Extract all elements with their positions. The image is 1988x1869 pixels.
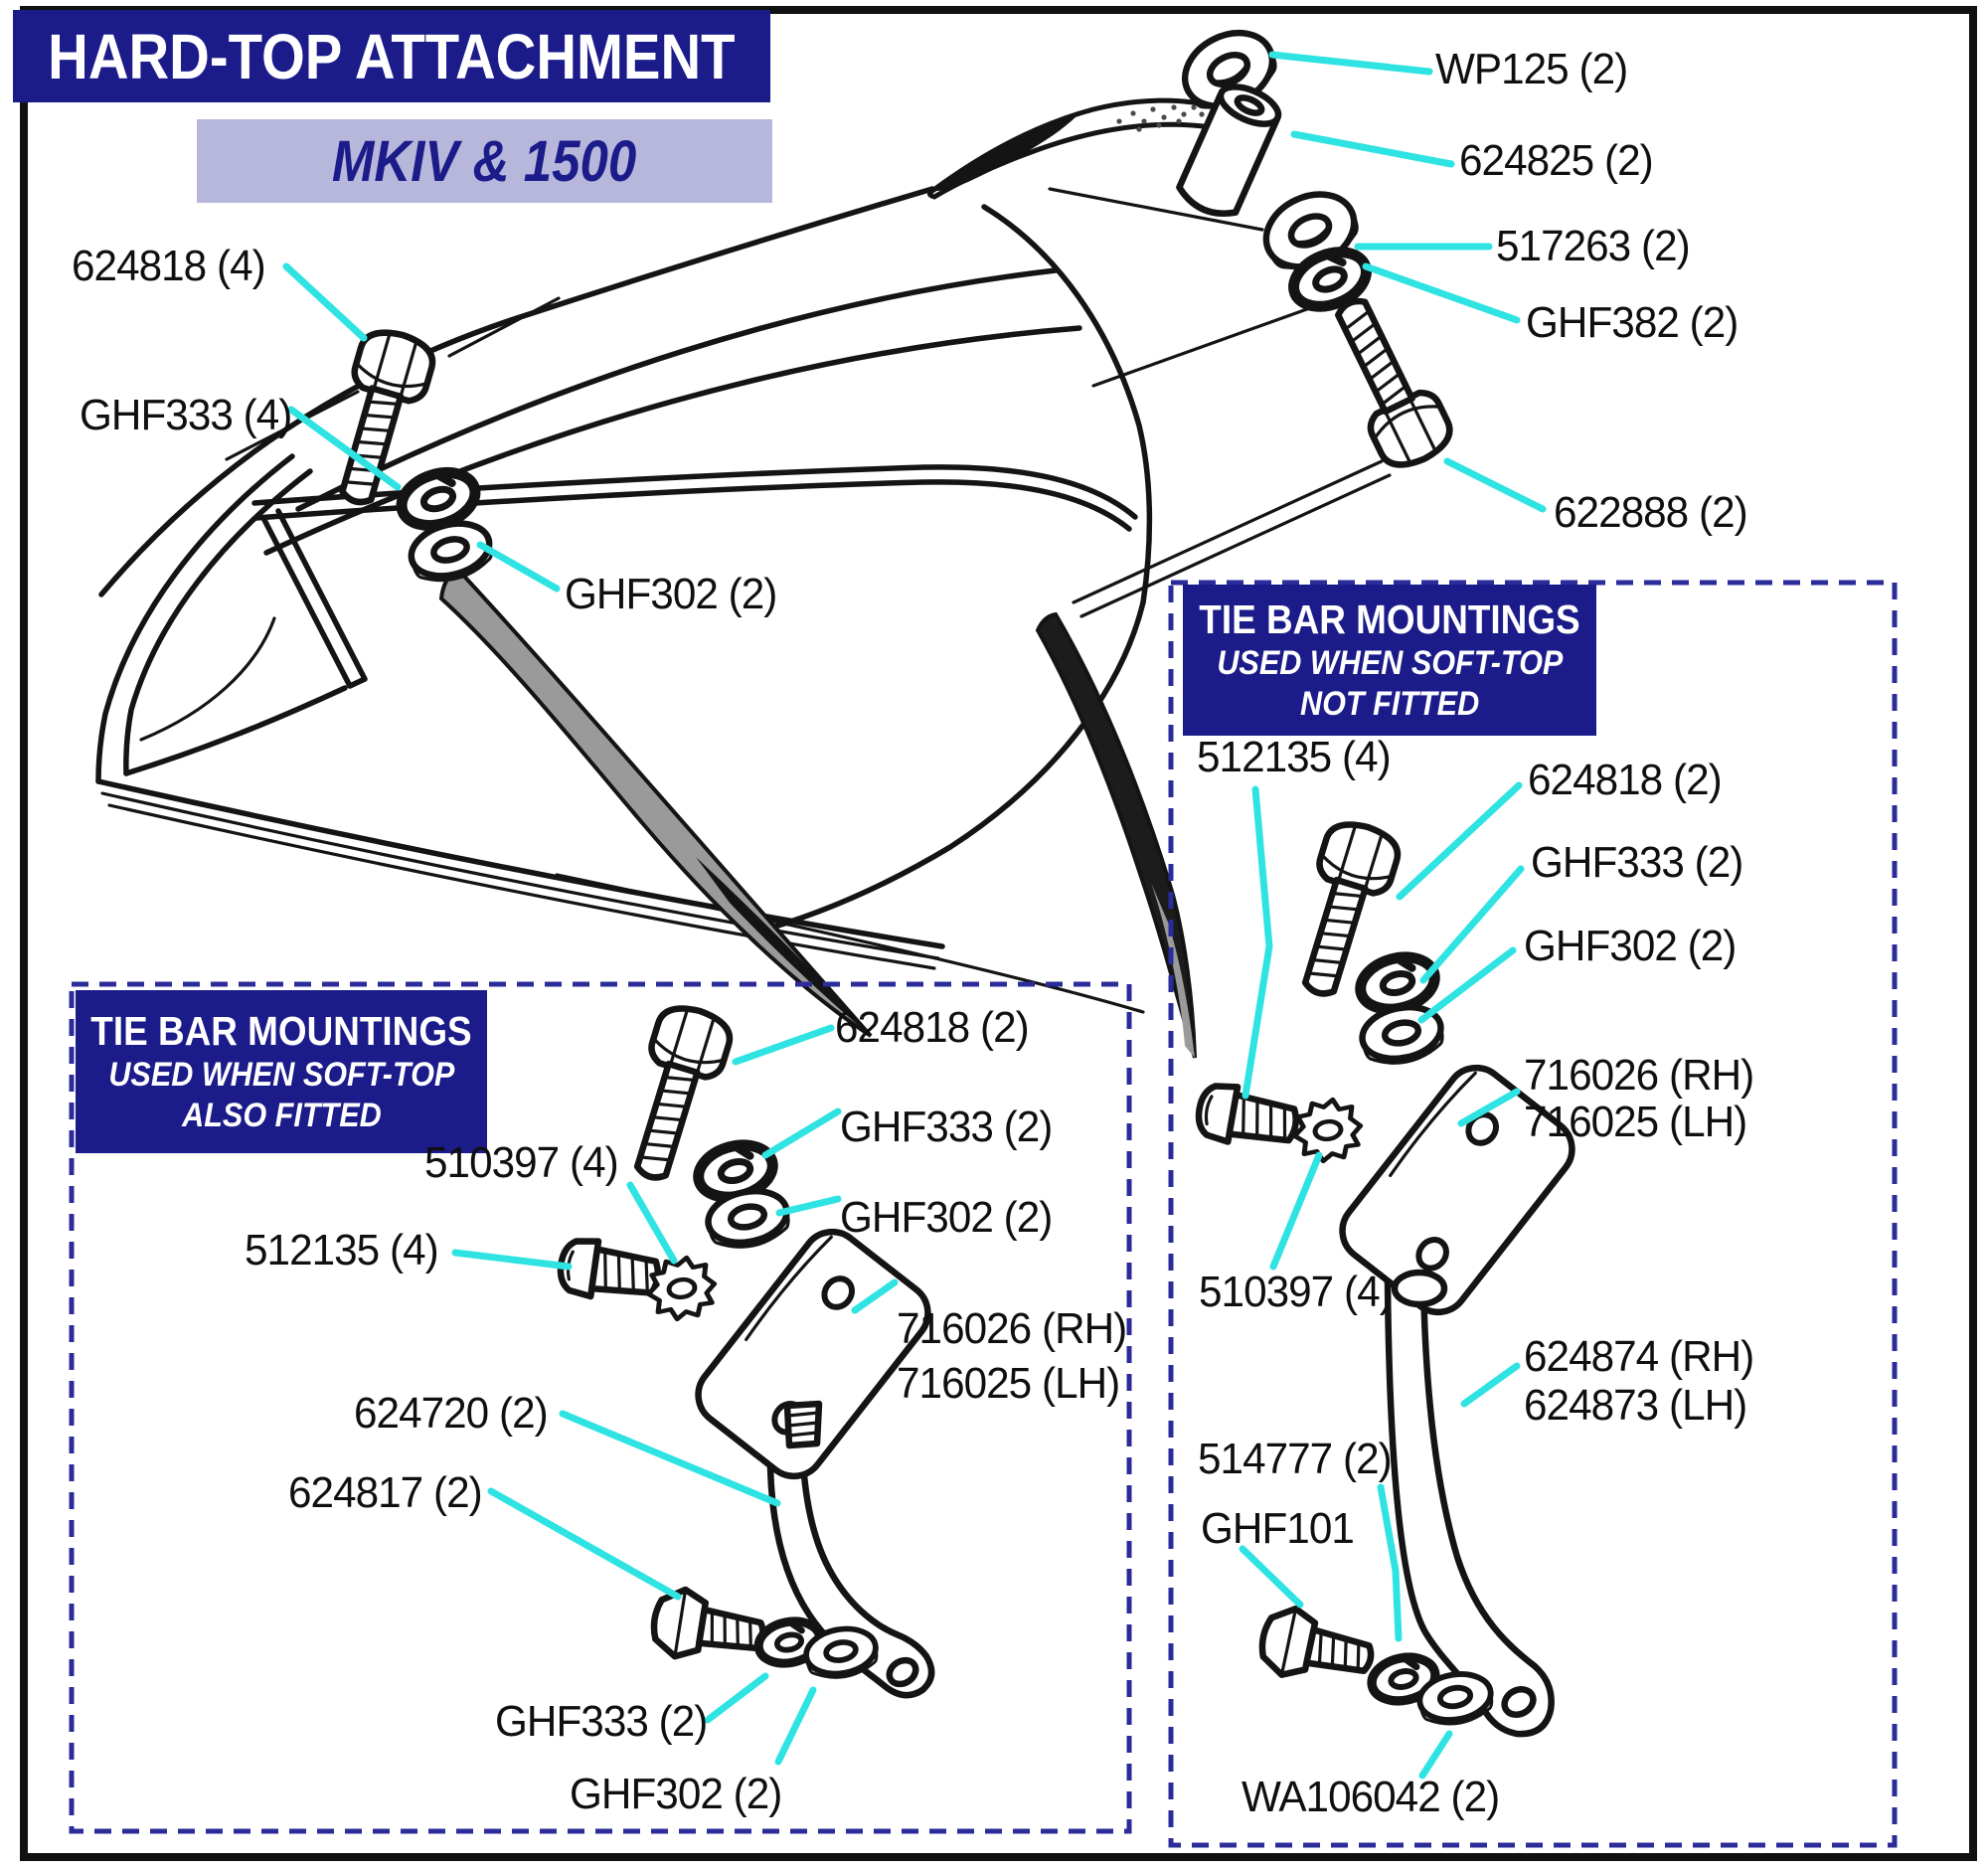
- part-label: 510397 (4): [1199, 1268, 1394, 1316]
- part-label: 510397 (4): [424, 1138, 619, 1187]
- leader-lines: [282, 51, 1547, 1780]
- box-heading-soft-top-not-fitted: TIE BAR MOUNTINGS USED WHEN SOFT-TOP NOT…: [1183, 585, 1596, 736]
- part-label: 624873 (LH): [1524, 1381, 1747, 1430]
- box-soft-top-also-fitted-border: [69, 981, 1132, 1834]
- part-label: GHF333 (2): [495, 1697, 708, 1746]
- part-label: GHF302 (2): [565, 570, 777, 618]
- box-heading-line: USED WHEN SOFT-TOP: [1217, 644, 1563, 683]
- box-heading-line: USED WHEN SOFT-TOP: [108, 1056, 454, 1095]
- box-heading-line: ALSO FITTED: [181, 1096, 382, 1134]
- part-label: GHF333 (2): [840, 1103, 1053, 1151]
- part-label: GHF302 (2): [1524, 922, 1737, 970]
- part-label: 624817 (2): [288, 1468, 483, 1517]
- part-label: 716026 (RH): [897, 1304, 1127, 1353]
- part-label: 624874 (RH): [1524, 1332, 1754, 1381]
- part-label: GHF333 (2): [1531, 838, 1743, 887]
- part-label: GHF302 (2): [840, 1193, 1053, 1242]
- part-label: 622888 (2): [1554, 488, 1748, 537]
- part-label: 716025 (LH): [1524, 1098, 1747, 1146]
- part-label: 512135 (4): [1197, 733, 1392, 781]
- part-label: GHF302 (2): [570, 1770, 782, 1818]
- model-subtitle-bar: MKIV & 1500: [197, 119, 772, 203]
- part-label: 624818 (4): [72, 242, 266, 290]
- part-label: GHF382 (2): [1526, 298, 1739, 347]
- part-label: 514777 (2): [1198, 1435, 1393, 1483]
- box-soft-top-not-fitted-border: [1168, 580, 1898, 1848]
- tie-bar-hardware-not-fitted: [1195, 816, 1584, 1738]
- page-title-bar: HARD-TOP ATTACHMENT: [13, 10, 770, 102]
- part-label: WA106042 (2): [1242, 1773, 1500, 1821]
- part-label: 624720 (2): [354, 1389, 549, 1438]
- box-heading-soft-top-also-fitted: TIE BAR MOUNTINGS USED WHEN SOFT-TOP ALS…: [76, 990, 487, 1153]
- part-label: 624825 (2): [1459, 136, 1654, 185]
- box-heading-line: TIE BAR MOUNTINGS: [1199, 596, 1580, 643]
- part-label: 624818 (2): [835, 1003, 1030, 1052]
- model-subtitle: MKIV & 1500: [332, 128, 637, 194]
- part-label: 624818 (2): [1528, 756, 1723, 804]
- part-label: 716026 (RH): [1524, 1051, 1754, 1100]
- box-heading-line: TIE BAR MOUNTINGS: [90, 1008, 472, 1055]
- part-label: 517263 (2): [1496, 222, 1691, 270]
- part-label: WP125 (2): [1435, 45, 1628, 93]
- part-label: 716025 (LH): [897, 1359, 1120, 1408]
- page-border: [20, 6, 1977, 1861]
- box-heading-line: NOT FITTED: [1299, 684, 1480, 723]
- page-title: HARD-TOP ATTACHMENT: [48, 20, 736, 92]
- part-label: 512135 (4): [245, 1226, 439, 1274]
- soft-top-frame-sticks: [438, 97, 1223, 1059]
- part-label: GHF333 (4): [80, 391, 292, 439]
- part-label: GHF101: [1201, 1504, 1355, 1553]
- tie-bar-hardware-also-fitted: [558, 1000, 940, 1699]
